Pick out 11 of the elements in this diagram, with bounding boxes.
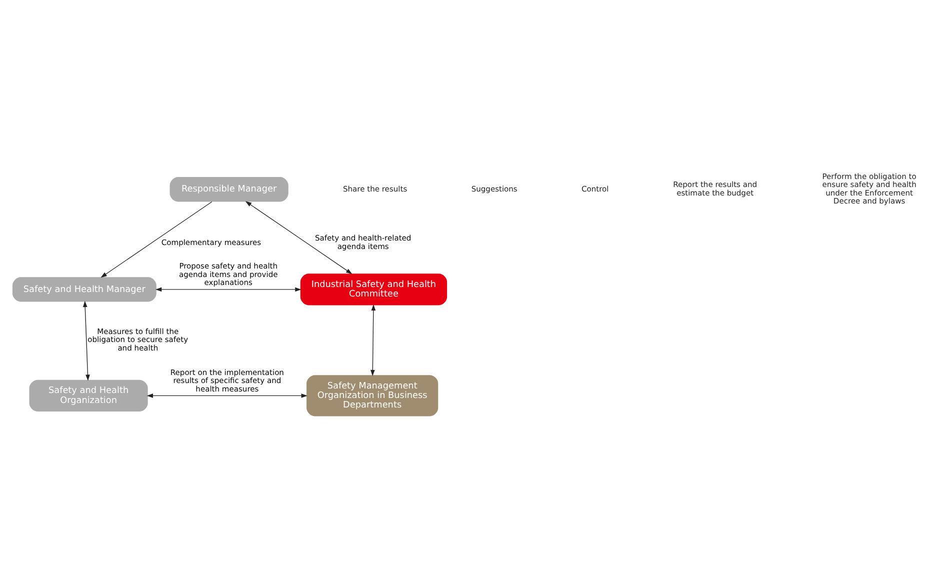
arrow <box>155 286 302 292</box>
node-box: Safety and Health Manager <box>12 276 156 302</box>
arrow <box>100 200 212 278</box>
node-box: Safety and Health Organization <box>29 379 148 411</box>
node-box: Industrial Safety and Health Committee <box>300 273 448 305</box>
arrow <box>146 393 308 398</box>
arrow <box>370 304 376 376</box>
node-box: Safety Management Organization in Business Departments <box>306 374 438 416</box>
arrow <box>245 200 352 274</box>
arrow <box>82 300 90 380</box>
node-box: Responsible Manager <box>170 176 288 202</box>
